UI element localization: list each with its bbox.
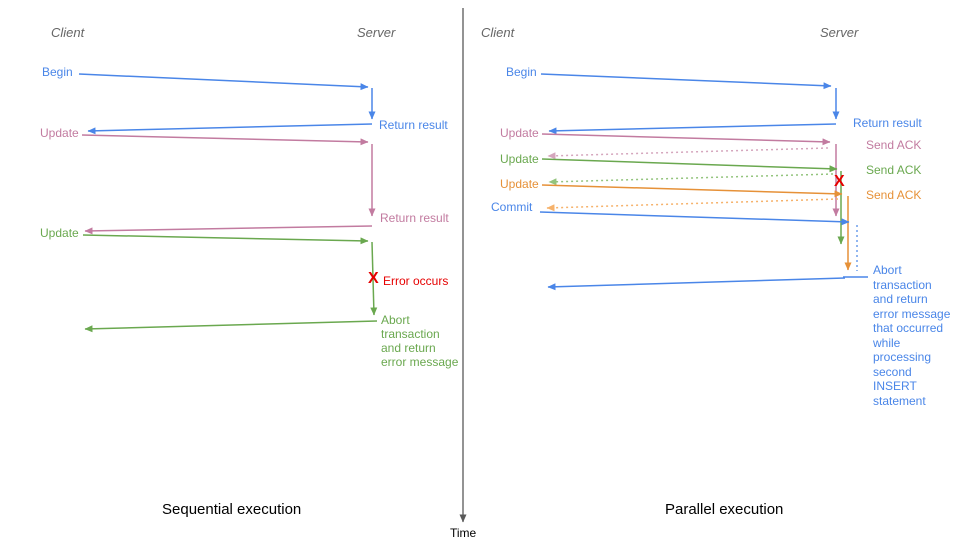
seq-return-result-1-arrow: [87, 123, 373, 135]
par-update-3-request-arrow: [541, 184, 843, 198]
seq-update-1-request-arrow: [81, 134, 369, 146]
seq-update-2-label: Update: [40, 226, 79, 240]
seq-error-occurs-label: Error occurs: [383, 274, 449, 288]
par-abort-note: Abort transaction and return error messa…: [873, 263, 951, 408]
seq-update-2-request-arrow: [82, 234, 369, 245]
seq-server-label: Server: [357, 25, 396, 40]
seq-begin-label: Begin: [42, 65, 73, 79]
par-begin-request-arrow: [540, 73, 832, 90]
seq-update-1-label: Update: [40, 126, 79, 140]
par-abort-return-arrow: [547, 277, 846, 291]
par-commit-request-arrow: [539, 211, 850, 226]
par-update-2-label: Update: [500, 152, 539, 166]
par-commit-label: Commit: [491, 200, 533, 214]
par-send-ack-1-label: Send ACK: [866, 138, 922, 152]
seq-abort-note: Abort transaction and return error messa…: [381, 313, 459, 369]
par-update-1-label: Update: [500, 126, 539, 140]
seq-return-result-1-label: Return result: [379, 118, 448, 132]
time-axis-label: Time: [450, 526, 477, 540]
par-update-3-label: Update: [500, 177, 539, 191]
seq-return-result-2-arrow: [84, 225, 373, 235]
par-server-label: Server: [820, 25, 859, 40]
seq-begin-request-arrow: [78, 73, 369, 91]
par-send-ack-2-label: Send ACK: [866, 163, 922, 177]
par-begin-label: Begin: [506, 65, 537, 79]
par-client-label: Client: [481, 25, 515, 40]
par-send-ack-3-arrow: [546, 198, 839, 212]
seq-title: Sequential execution: [162, 501, 302, 518]
par-send-ack-3-label: Send ACK: [866, 188, 922, 202]
par-title: Parallel execution: [665, 501, 784, 518]
seq-update-2-processing-line: [370, 241, 378, 316]
seq-return-result-2-label: Return result: [380, 211, 449, 225]
seq-client-label: Client: [51, 25, 85, 40]
par-return-result-label: Return result: [853, 116, 922, 130]
par-return-result-arrow: [548, 123, 837, 135]
par-error-x-icon: X: [834, 173, 845, 190]
seq-abort-return-arrow: [84, 320, 378, 333]
par-send-ack-1-arrow: [547, 147, 829, 160]
seq-error-x-icon: X: [368, 270, 379, 287]
par-update-1-request-arrow: [541, 133, 831, 146]
par-update-2-request-arrow: [541, 158, 838, 173]
par-send-ack-2-arrow: [548, 173, 834, 186]
